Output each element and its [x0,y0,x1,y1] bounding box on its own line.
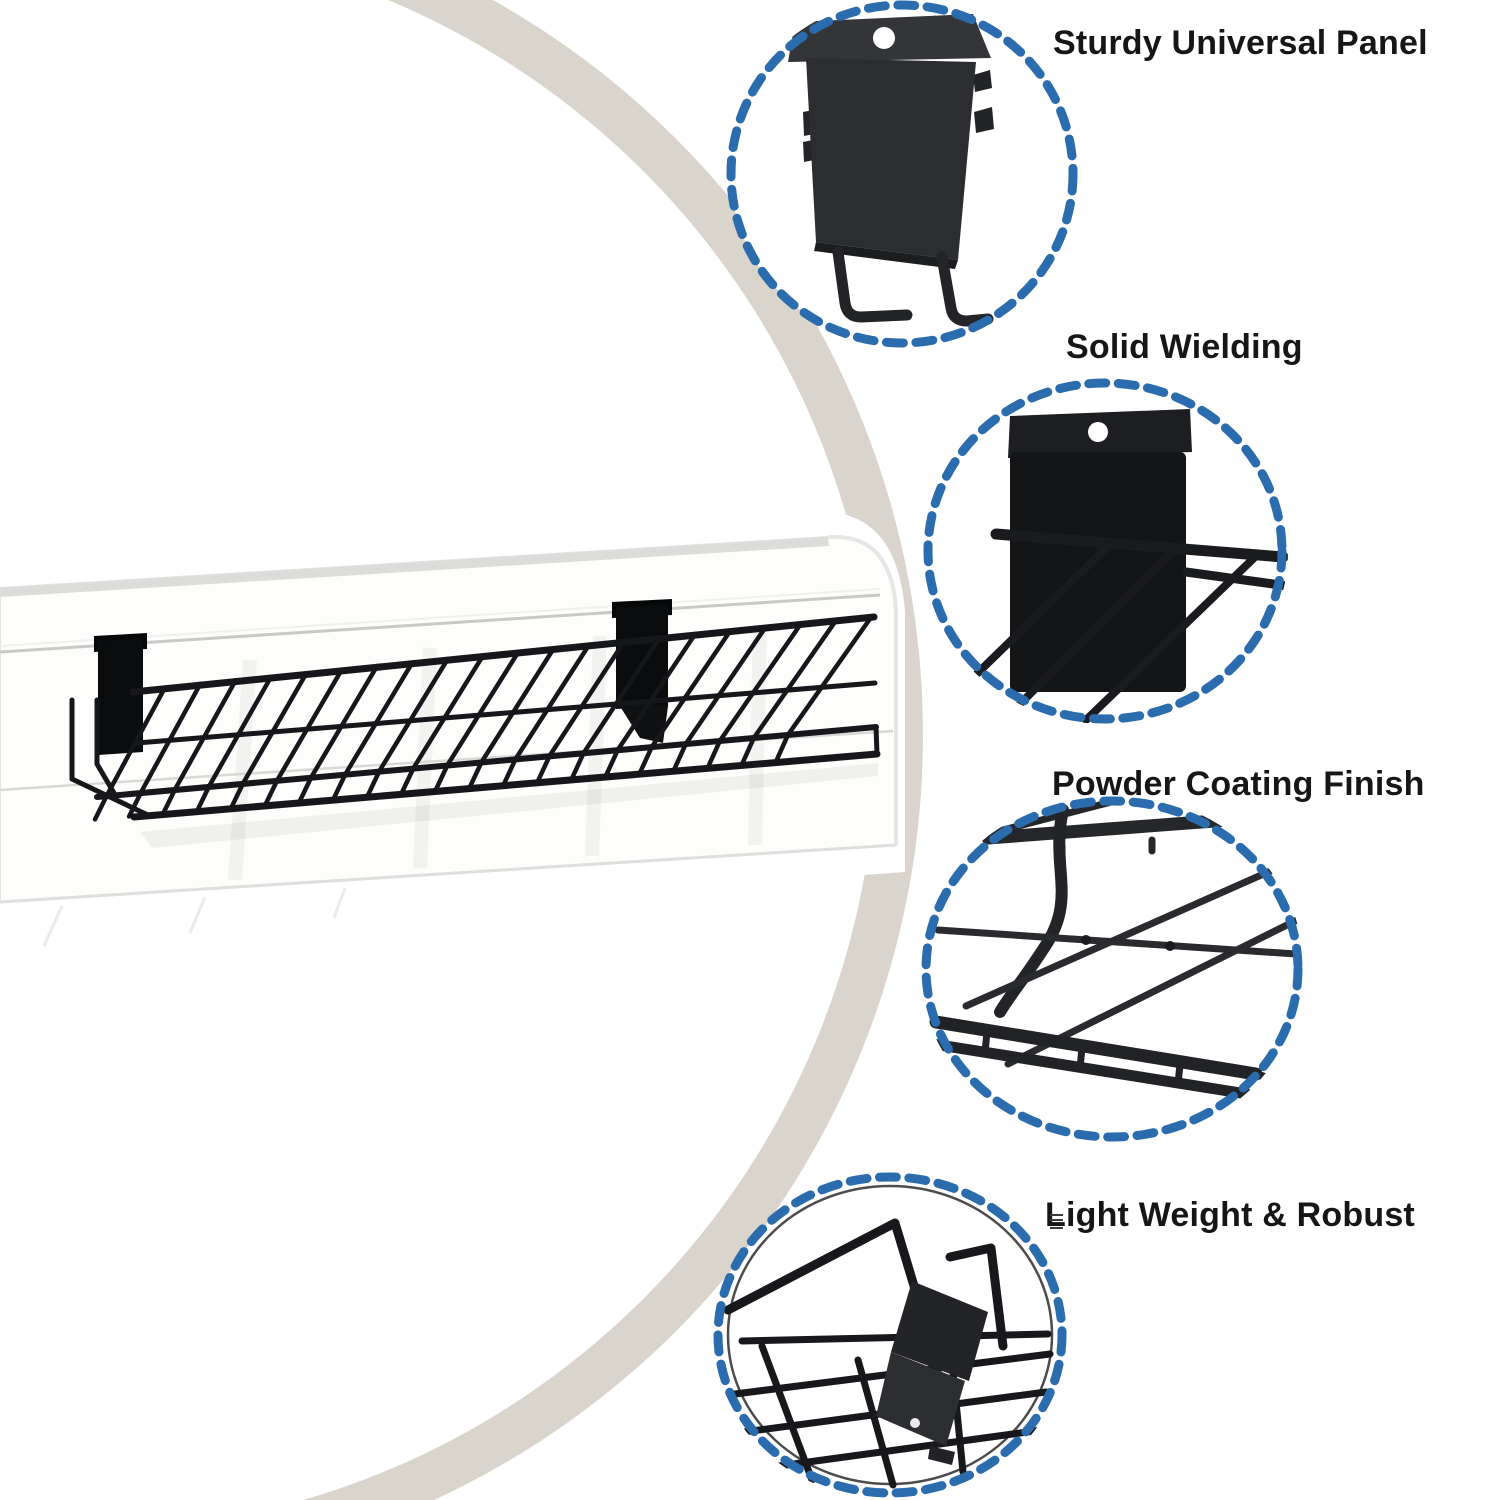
hanger-hole [873,27,895,49]
shelf-grid-wires [92,613,875,822]
weld-bracket-body [1010,452,1186,692]
tiny-artifact-mark [1050,1214,1063,1229]
mesh-bottom-rails [927,1015,1301,1100]
bracket-panel-bottom-edge [814,242,958,269]
callout-photo-weight [713,1172,1067,1498]
side-wire-inner [94,697,117,796]
corner-bracket-plate [876,1281,988,1465]
dashed-circle-welding [923,378,1287,724]
bracket-wire-legs [832,246,994,327]
right-end [873,724,880,757]
callout-label-solid-wielding: Solid Wielding [1066,328,1303,366]
shelf-shadow [140,763,878,848]
dashed-circle-panel [726,0,1078,348]
wire-shelf [69,613,881,822]
front-rail [94,724,879,800]
main-product-photo [0,512,905,947]
callout-label-light-weight-robust: Light Weight & Robust [1045,1196,1415,1234]
side-wire-outer [69,697,153,819]
left-bracket [94,633,147,755]
callout-label-powder-coating-finish: Powder Coating Finish [1052,765,1425,803]
dashed-circle-coating [921,796,1303,1142]
back-rail [129,613,878,696]
dashed-circle-weight [713,1172,1067,1498]
panel-top-edge [0,537,829,597]
bracket-back-panel [806,58,976,260]
panel-bottom-edge [0,843,897,904]
callout-photo-welding [923,378,1288,724]
panel-right-edge [827,534,898,845]
callout-label-sturdy-universal-panel: Sturdy Universal Panel [1053,24,1428,62]
floor-shadow-streaks [42,887,347,947]
callout-photo-coating [921,796,1303,1142]
mesh-middle-wire [934,926,1300,958]
callout-photo-panel [726,0,1078,348]
flange-hole [1088,422,1108,442]
